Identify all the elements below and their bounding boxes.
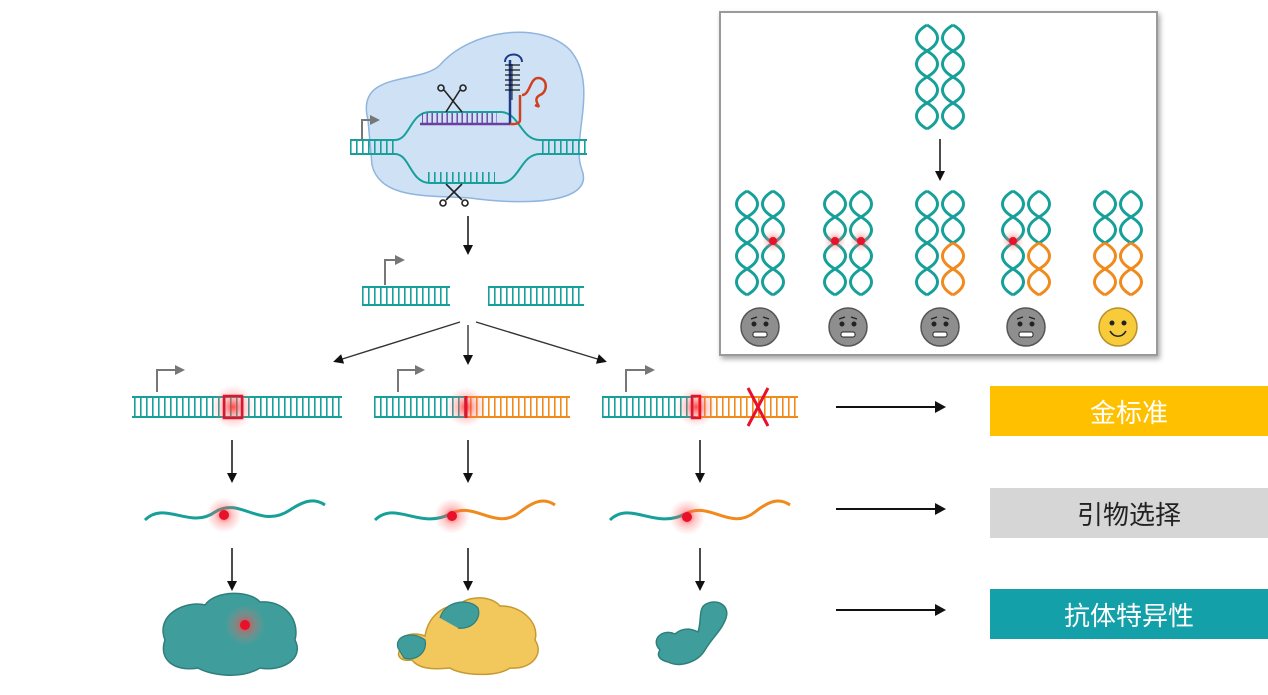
protein-truncated [655, 601, 728, 666]
genotype-5 [1093, 189, 1143, 297]
genotype-2 [823, 189, 873, 297]
genotype-4 [1001, 189, 1051, 297]
dna-outcome-premature-stop [602, 365, 798, 427]
antibody-specificity-label: 抗体特异性 [990, 589, 1268, 639]
red-x-icon [746, 387, 770, 427]
mrna-inframe [143, 497, 326, 533]
sad-face-icon [920, 307, 960, 347]
happy-face-icon [1098, 307, 1138, 347]
cut-dna-fragments [362, 255, 584, 306]
zygosity-inset-drawing [735, 23, 1143, 347]
genotype-3 [915, 189, 965, 297]
sad-face-icon [1006, 307, 1046, 347]
scissors-icon [439, 183, 469, 207]
sad-face-icon [828, 307, 868, 347]
gold-standard-label: 金标准 [990, 386, 1268, 436]
dna-outcome-frameshift [374, 365, 570, 427]
arrow-to-antibody-specificity [836, 604, 946, 616]
cas9-cell [350, 31, 587, 207]
sad-face-icon [740, 307, 780, 347]
primer-selection-label: 引物选择 [990, 488, 1268, 538]
protein-frameshift [396, 597, 539, 676]
mrna-frameshift [373, 498, 556, 534]
arrow-to-gold-standard [836, 401, 946, 413]
scissors-icon [437, 84, 467, 113]
genotype-1 [735, 189, 785, 297]
zygosity-inset-panel [719, 11, 1158, 356]
wildtype-chromosome-pair [915, 23, 965, 131]
arrow-to-primer-selection [836, 503, 946, 515]
mrna-premature-stop [608, 499, 791, 535]
protein-inframe [162, 592, 298, 676]
dna-outcome-inframe [132, 365, 342, 429]
